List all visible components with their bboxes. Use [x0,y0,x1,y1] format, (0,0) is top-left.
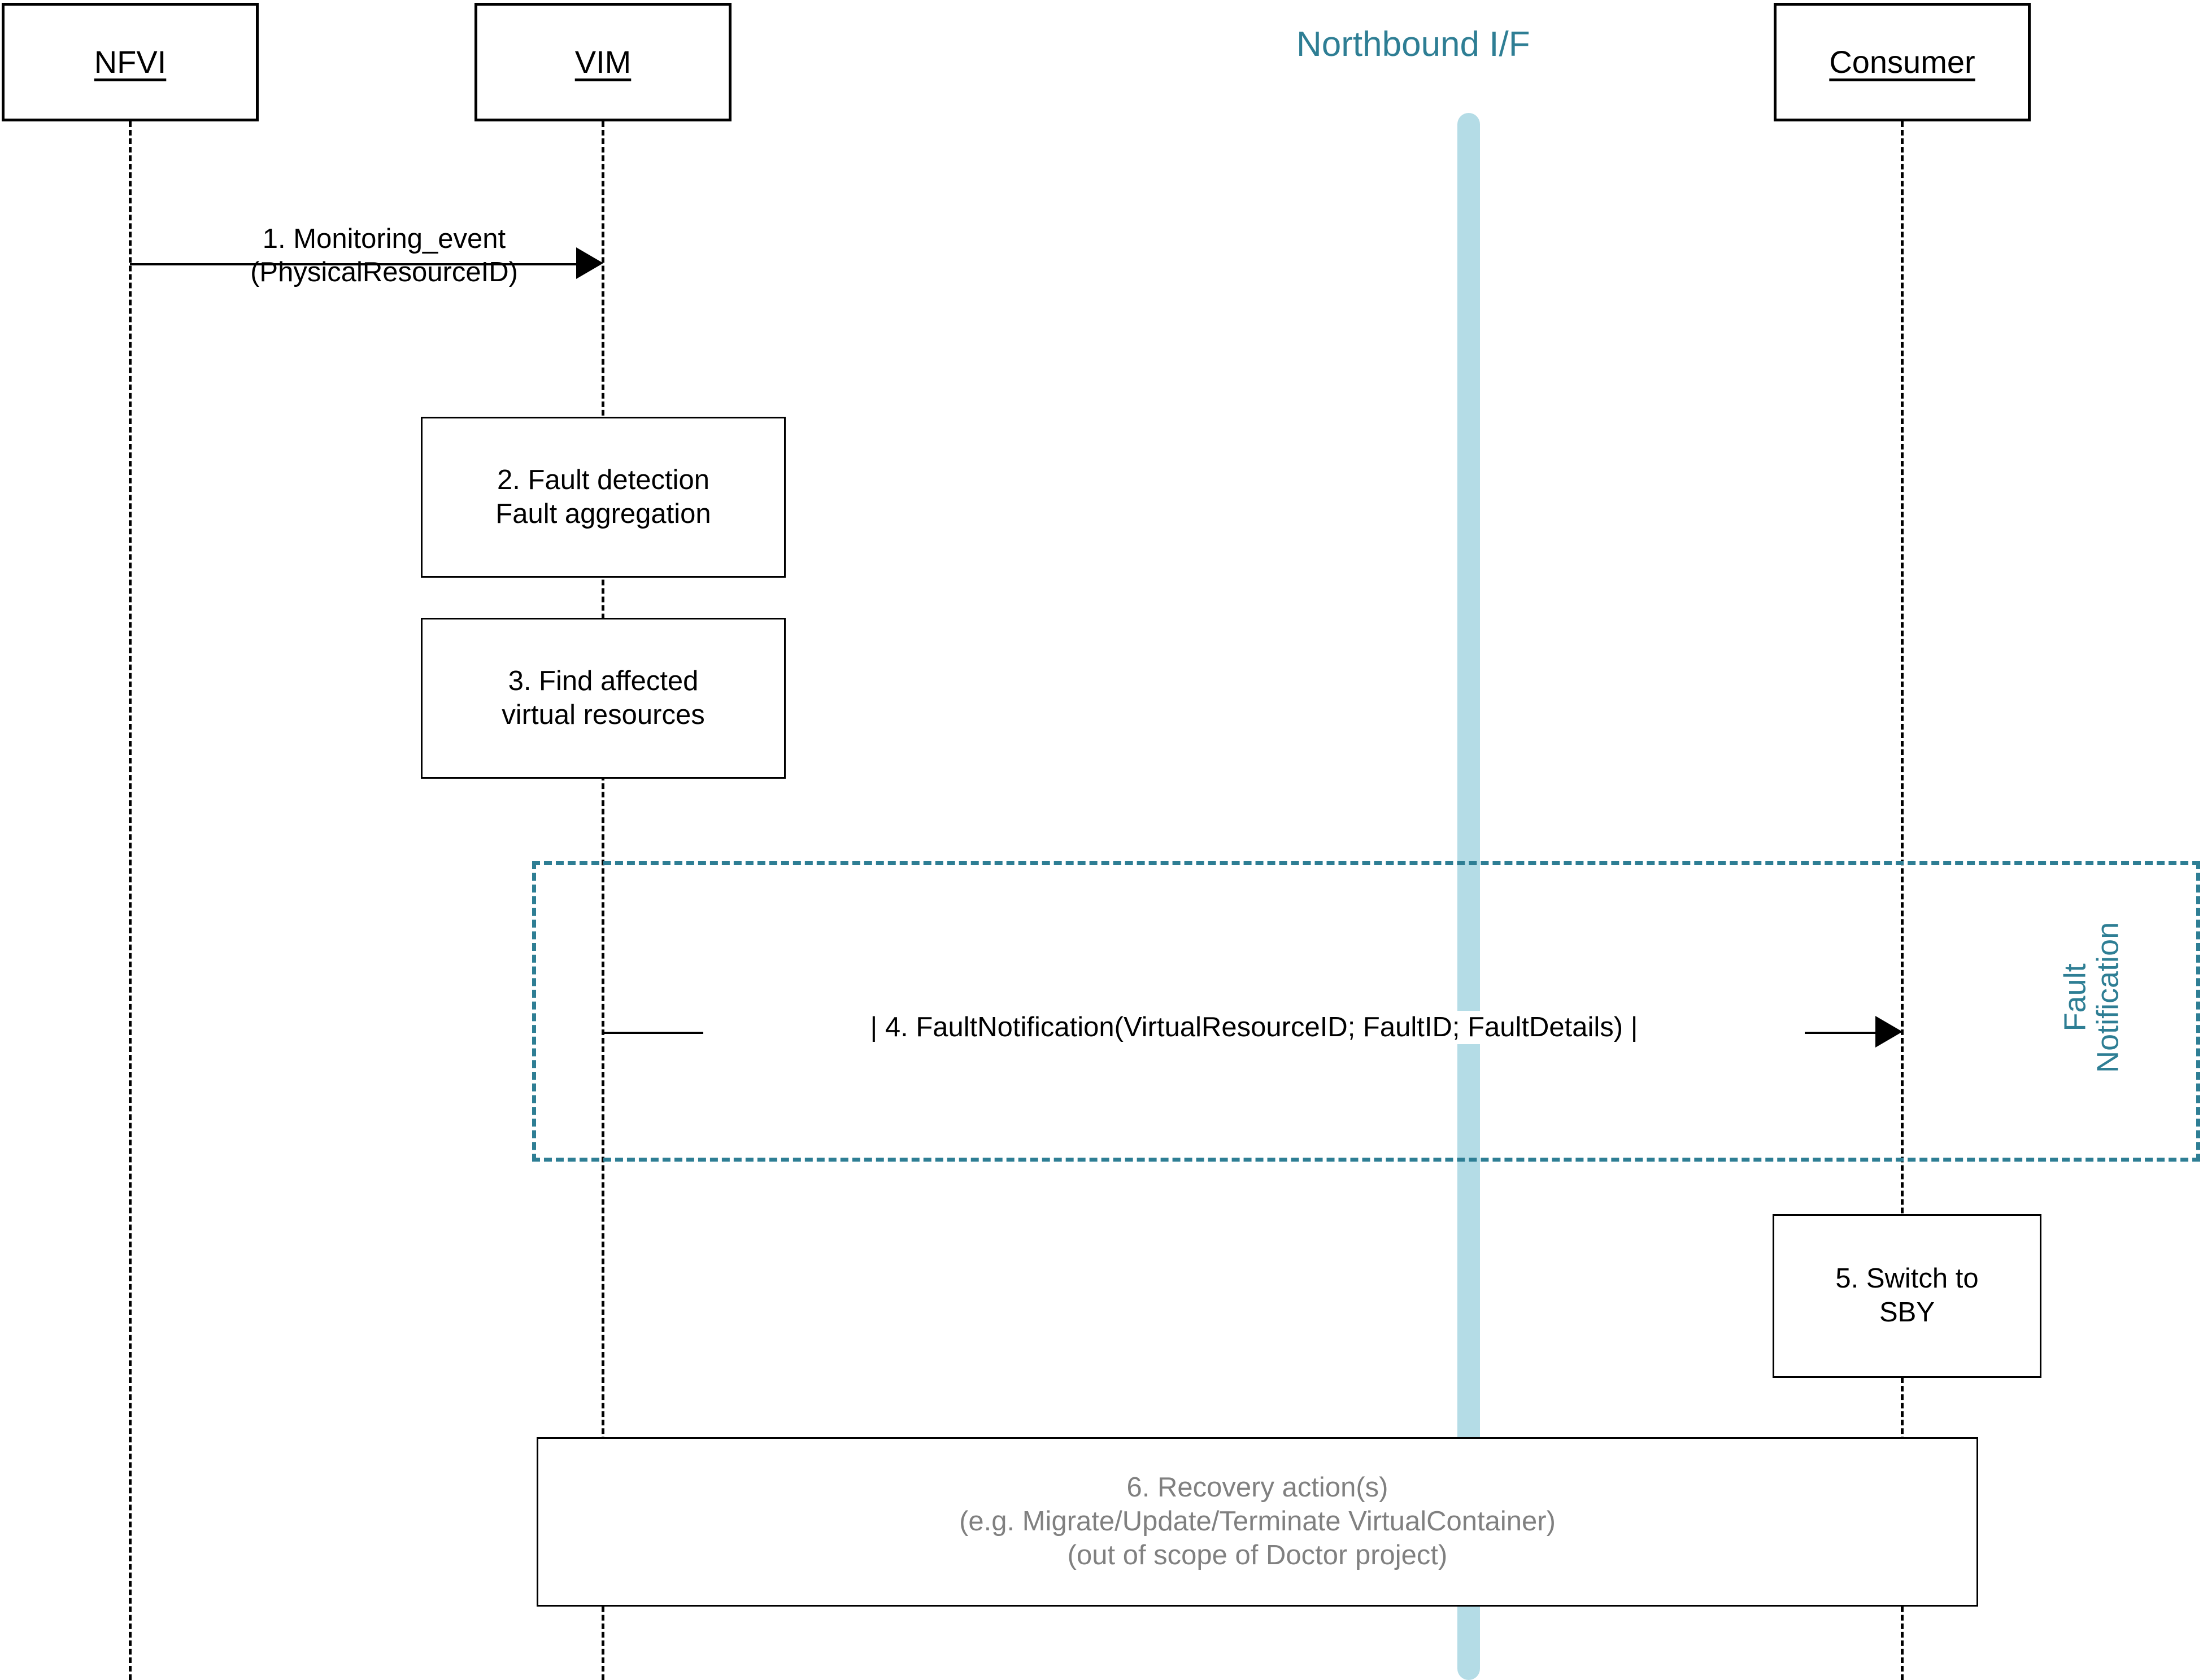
fault-notification-fragment-label: Fault Notification [2058,904,2125,1090]
message-label-1-line-1: 1. Monitoring_event [262,224,506,254]
northbound-interface-bar [1457,113,1480,1680]
northbound-interface-label: Northbound I/F [1296,25,1530,64]
lifeline-consumer [1901,121,1904,1680]
message-label-4-line-1: | 4. FaultNotification(VirtualResourceID… [870,1012,1638,1042]
actor-label-consumer: Consumer [1829,44,1975,80]
message-label-1: 1. Monitoring_event (PhysicalResourceID) [203,222,565,289]
actor-label-vim: VIM [574,44,632,80]
process-box-6-line-3: (out of scope of Doctor project) [1067,1539,1448,1570]
process-box-2-line-2: Fault aggregation [495,498,711,529]
process-box-5-line-2: SBY [1879,1297,1935,1328]
actor-box-vim[interactable]: VIM [474,3,732,121]
process-box-3-line-2: virtual resources [502,699,705,730]
message-arrowhead-4 [1875,1016,1902,1048]
actor-box-consumer[interactable]: Consumer [1774,3,2031,121]
process-box-3-line-1: 3. Find affected [508,665,699,696]
process-box-3-find-affected-resources[interactable]: 3. Find affected virtual resources [421,618,786,779]
process-box-2-line-1: 2. Fault detection [497,464,709,495]
lifeline-nfvi [129,121,132,1680]
message-label-1-line-2: (PhysicalResourceID) [250,256,518,287]
process-box-6-line-1: 6. Recovery action(s) [1126,1472,1388,1503]
message-arrowhead-1 [576,247,603,279]
process-box-5-switch-to-sby[interactable]: 5. Switch to SBY [1773,1214,2041,1378]
fault-notification-fragment [532,861,2200,1162]
message-label-4: | 4. FaultNotification(VirtualResourceID… [703,1011,1805,1044]
actor-label-nfvi: NFVI [94,44,167,80]
fragment-label-line-2: Notification [2091,922,2125,1073]
actor-box-nfvi[interactable]: NFVI [2,3,259,121]
process-box-5-line-1: 5. Switch to [1835,1263,1979,1294]
process-box-6-line-2: (e.g. Migrate/Update/Terminate VirtualCo… [959,1506,1556,1537]
message-line-1 [130,263,576,265]
process-box-6-recovery-actions[interactable]: 6. Recovery action(s) (e.g. Migrate/Upda… [537,1437,1978,1607]
process-box-2-fault-detection[interactable]: 2. Fault detection Fault aggregation [421,417,786,578]
lifeline-vim [602,121,604,1680]
fragment-label-line-1: Fault [2058,963,2092,1032]
